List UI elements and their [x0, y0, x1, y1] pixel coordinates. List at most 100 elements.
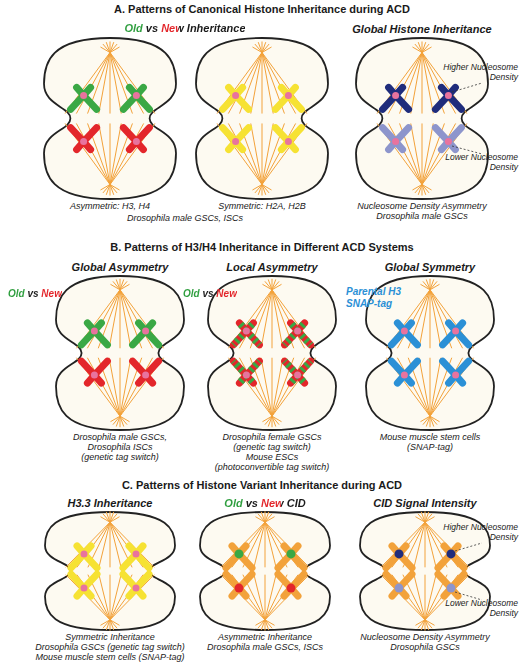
spindle-fiber	[430, 281, 437, 289]
spindle-fiber	[261, 512, 265, 522]
dividing-cell: Global Histone InheritanceNucleosome Den…	[337, 18, 507, 221]
dividing-cell: Symmetric: H2A, H2B	[177, 36, 347, 211]
dividing-cell: H3.3 InheritanceSymmetric InheritanceDro…	[25, 492, 195, 662]
spindle-fiber	[419, 358, 430, 416]
centromere	[91, 372, 98, 379]
spindle-fiber	[426, 416, 430, 426]
dividing-cell: CID Signal IntensityNucleosome Density A…	[340, 492, 510, 652]
spindle-fiber	[254, 575, 265, 620]
centromere	[80, 92, 87, 99]
cell-caption-area: Drosophila male GSCs,Drosophila ISCs(gen…	[35, 432, 205, 462]
centromere	[395, 584, 404, 593]
spindle-fiber	[262, 47, 272, 53]
centromere	[142, 372, 149, 379]
cell-caption-area: Nucleosome Density AsymmetryDrosophila m…	[337, 201, 507, 221]
centromere	[285, 138, 292, 145]
spindle-fiber	[430, 284, 440, 290]
spindle-fiber	[106, 42, 110, 52]
centromere	[133, 550, 140, 557]
centromere	[133, 138, 140, 145]
spindle-fiber	[430, 358, 463, 416]
cell-caption-area: Symmetric InheritanceDrosophila GSCs (ge…	[25, 632, 195, 662]
spindle-fiber	[268, 279, 272, 289]
spindle-fiber	[66, 522, 110, 567]
spindle-fiber	[65, 53, 110, 114]
spindle-fiber	[110, 522, 111, 567]
spindle-fiber	[262, 123, 296, 184]
spindle-fiber	[228, 358, 272, 416]
cell-caption-area: Drosophila female GSCs(genetic tag switc…	[187, 432, 357, 472]
spindle-fiber	[262, 185, 269, 193]
spindle	[66, 511, 154, 631]
spindle-fiber	[110, 44, 117, 52]
spindle-fiber	[422, 47, 432, 53]
centromere	[401, 372, 408, 379]
spindle-fiber	[430, 358, 431, 416]
centromere	[452, 327, 459, 334]
leader-line	[452, 146, 482, 154]
cell-caption: (genetic tag switch)	[81, 452, 159, 462]
section-title: A. Patterns of Canonical Histone Inherit…	[114, 2, 410, 16]
spindle-fiber	[110, 185, 120, 191]
spindle-fiber	[386, 290, 430, 348]
section-title: B. Patterns of H3/H4 Inheritance in Diff…	[110, 240, 413, 254]
spindle-fiber	[430, 416, 437, 424]
spindle-fiber	[430, 290, 463, 348]
centromere	[401, 327, 408, 334]
cell-heading-area: Global Asymmetry	[35, 256, 205, 274]
spindle-fiber	[272, 416, 279, 424]
spindle-fiber	[388, 123, 422, 184]
spindle-fiber	[419, 290, 430, 348]
spindle-fiber	[430, 290, 474, 348]
spindle	[65, 42, 155, 196]
spindle-fiber	[99, 123, 110, 184]
centromere	[395, 549, 404, 558]
spindle-fiber	[110, 123, 144, 184]
spindle-fiber	[261, 358, 272, 416]
spindle-fiber	[265, 575, 309, 620]
cell-caption: Mouse muscle stem cells	[380, 432, 481, 442]
centromere	[91, 327, 98, 334]
spindle-fiber	[262, 123, 307, 184]
cell-heading: Global Asymmetry	[72, 260, 169, 274]
spindle	[217, 42, 307, 196]
spindle-fiber	[254, 522, 265, 567]
spindle-fiber	[265, 522, 266, 567]
spindle-fiber	[258, 42, 262, 52]
spindle-fiber	[377, 123, 422, 184]
spindle	[386, 279, 473, 427]
cell-caption: Symmetric Inheritance	[65, 632, 155, 642]
spindle-fiber	[272, 290, 316, 348]
spindle-fiber	[120, 416, 127, 424]
spindle-fiber	[425, 575, 426, 620]
centromere	[445, 92, 452, 99]
cell-outline	[200, 512, 330, 630]
cell-caption-area: Asymmetric: H3, H4	[25, 201, 195, 211]
spindle-fiber	[120, 290, 164, 348]
spindle-fiber	[110, 53, 155, 114]
spindle-fiber	[110, 123, 155, 184]
group-heading: Old vs New Inheritance	[124, 21, 245, 35]
spindle-fiber	[422, 53, 423, 114]
cell-drawing	[345, 274, 515, 432]
spindle-fiber	[381, 522, 425, 567]
cell-heading-area: Local Asymmetry	[187, 256, 357, 274]
cell-heading: Global Histone Inheritance	[352, 22, 491, 36]
spindle-fiber	[106, 512, 110, 522]
spindle-fiber	[268, 416, 272, 426]
spindle-fiber	[262, 44, 269, 52]
cell-caption: (SNAP-tag)	[407, 442, 453, 452]
spindle-fiber	[421, 620, 425, 630]
spindle-fiber	[265, 522, 309, 567]
spindle-fiber	[265, 514, 272, 522]
spindle-fiber	[120, 416, 130, 422]
spindle-fiber	[430, 358, 474, 416]
spindle-fiber	[414, 522, 425, 567]
cell-caption: Asymmetric Inheritance	[218, 632, 312, 642]
centromere	[133, 585, 140, 592]
cell-drawing	[177, 36, 347, 201]
spindle-fiber	[99, 575, 110, 620]
spindle-fiber	[422, 53, 467, 114]
spindle-fiber	[251, 123, 262, 184]
